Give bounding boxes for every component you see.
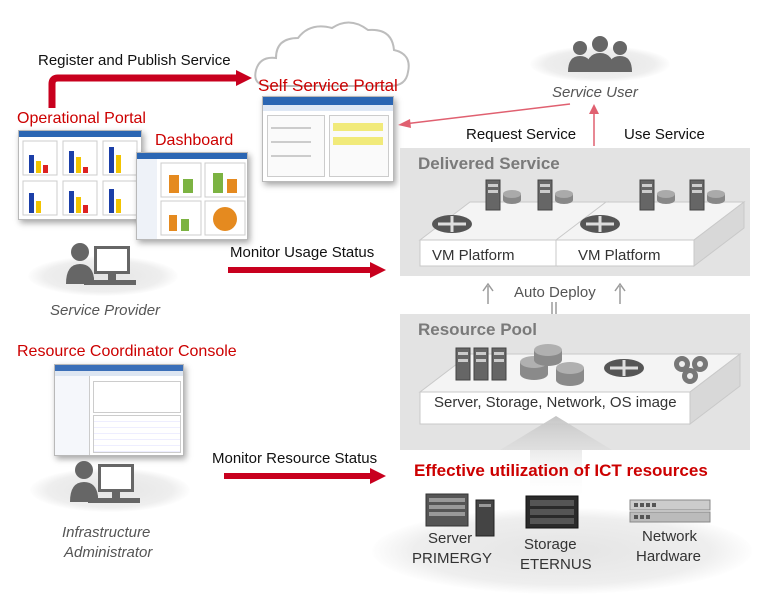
use-service-label: Use Service bbox=[624, 126, 705, 143]
storage-disk-icon bbox=[520, 344, 584, 386]
vm-platform-label-2: VM Platform bbox=[578, 247, 661, 264]
operational-portal-label: Operational Portal bbox=[17, 110, 146, 127]
network-switch-icon bbox=[604, 359, 644, 377]
storage-hardware-icon bbox=[525, 495, 579, 529]
service-provider-label: Service Provider bbox=[50, 302, 161, 319]
self-service-portal-label: Self Service Portal bbox=[258, 76, 398, 95]
register-publish-label: Register and Publish Service bbox=[38, 52, 231, 69]
server-rack-icon bbox=[455, 347, 507, 381]
vm-platform-label-1: VM Platform bbox=[432, 247, 515, 264]
resource-coordinator-screenshot bbox=[54, 364, 184, 456]
server-line2: PRIMERGY bbox=[412, 550, 493, 567]
storage-line1: Storage bbox=[524, 536, 577, 553]
server-line1: Server bbox=[428, 530, 473, 547]
users-icon bbox=[568, 36, 632, 72]
dashboard-screenshot bbox=[136, 152, 248, 240]
infra-admin-line2: Administrator bbox=[64, 544, 153, 561]
user-at-computer-icon bbox=[66, 243, 136, 285]
monitor-usage-label: Monitor Usage Status bbox=[230, 244, 375, 261]
monitor-resource-label: Monitor Resource Status bbox=[212, 450, 378, 467]
network-hardware-icon bbox=[629, 499, 711, 523]
network-line2: Hardware bbox=[636, 548, 702, 565]
auto-deploy-label: Auto Deploy bbox=[514, 284, 596, 301]
delivered-service-title: Delivered Service bbox=[418, 154, 560, 173]
server-hardware-icon bbox=[425, 493, 495, 537]
request-service-label: Request Service bbox=[466, 126, 577, 143]
infra-admin-line1: Infrastructure bbox=[62, 524, 151, 541]
self-service-portal-screenshot bbox=[262, 96, 394, 182]
storage-line2: ETERNUS bbox=[520, 556, 592, 573]
os-image-icon bbox=[674, 356, 708, 384]
cloud-icon bbox=[254, 21, 410, 87]
dashboard-label: Dashboard bbox=[155, 132, 234, 149]
vm-platforms bbox=[418, 179, 746, 268]
resource-pool-platform bbox=[418, 344, 742, 426]
service-user-label: Service User bbox=[552, 84, 638, 101]
operational-portal-screenshot bbox=[18, 130, 142, 220]
resource-coordinator-label: Resource Coordinator Console bbox=[17, 343, 237, 360]
effective-utilization-label: Effective utilization of ICT resources bbox=[414, 461, 708, 480]
resource-pool-title: Resource Pool bbox=[418, 320, 538, 339]
resource-pool-caption: Server, Storage, Network, OS image bbox=[434, 394, 677, 411]
admin-at-computer-icon bbox=[70, 461, 140, 503]
network-line1: Network bbox=[642, 528, 698, 545]
